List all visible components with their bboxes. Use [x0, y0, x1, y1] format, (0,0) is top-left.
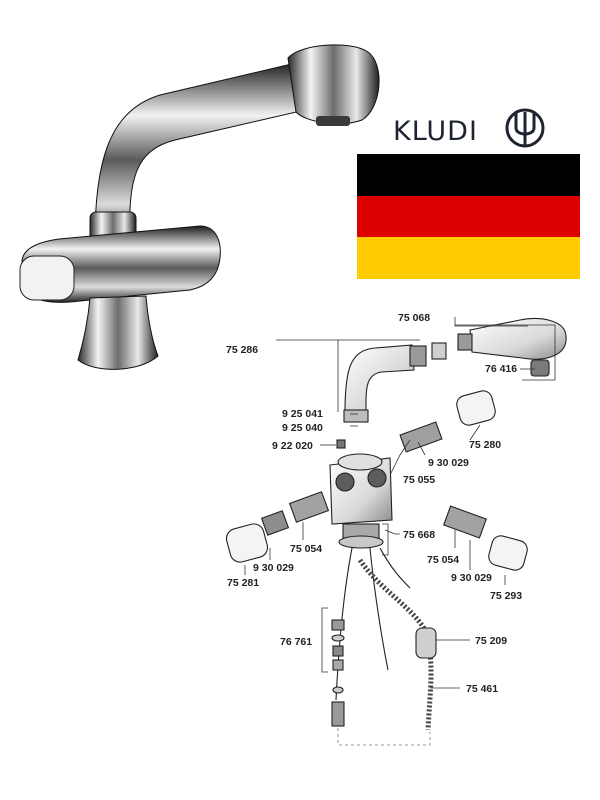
part-label: 76 416: [485, 363, 517, 375]
spout-part: [343, 344, 415, 423]
part-label: 75 280: [469, 439, 501, 451]
part-label: 9 25 040: [282, 422, 323, 434]
part-label: 9 30 029: [428, 457, 469, 469]
cartridge-top-part: [399, 421, 443, 453]
part-label: 75 054: [427, 554, 459, 566]
exploded-diagram: [225, 317, 567, 746]
faucet-photo: [19, 44, 380, 370]
hose-weight-part: [415, 627, 437, 659]
cartridge-left-part: [288, 491, 330, 523]
part-label: 9 30 029: [253, 562, 294, 574]
hose-connection-dashed: [337, 728, 431, 746]
part-labels: 75 068 75 286 76 416 9 25 041 9 25 040 7…: [226, 312, 522, 695]
aerator-part: [530, 359, 550, 377]
cartridge-right-part: [443, 505, 487, 539]
handle-left-part: [225, 523, 269, 563]
part-label: 9 25 041: [282, 408, 323, 420]
fitting-set-part: [331, 619, 345, 727]
part-label: 75 281: [227, 577, 259, 589]
part-label: 75 293: [490, 590, 522, 602]
supply-tube-right-part: [369, 547, 389, 671]
valve-body-part: [329, 453, 393, 549]
flag-stripe-black: [357, 154, 580, 196]
kludi-logo-icon: [505, 108, 545, 148]
shower-head-part: [457, 318, 567, 360]
part-label: 75 054: [290, 543, 322, 555]
part-label: 75 068: [398, 312, 430, 324]
spout-adapter-part: [409, 345, 427, 367]
brand-name: KLUDI: [393, 116, 478, 147]
ring-left-part: [260, 510, 290, 536]
supply-tube-far-part: [379, 547, 411, 589]
germany-flag: [357, 154, 580, 279]
part-label: 9 22 020: [272, 440, 313, 452]
handle-right-part: [488, 535, 528, 571]
part-label: 75 209: [475, 635, 507, 647]
part-label: 9 30 029: [451, 572, 492, 584]
spout-nipple-part: [431, 342, 447, 360]
flag-stripe-red: [357, 196, 580, 237]
part-label: 76 761: [280, 636, 312, 648]
part-label: 75 286: [226, 344, 258, 356]
grub-screw-part: [336, 439, 346, 449]
part-label: 75 668: [403, 529, 435, 541]
pull-out-hose-part: [357, 558, 434, 731]
brand-logo: KLUDI: [393, 108, 545, 148]
flag-stripe-gold: [357, 237, 580, 279]
part-label: 75 055: [403, 474, 435, 486]
part-label: 75 461: [466, 683, 498, 695]
cap-right-top-part: [456, 390, 496, 426]
